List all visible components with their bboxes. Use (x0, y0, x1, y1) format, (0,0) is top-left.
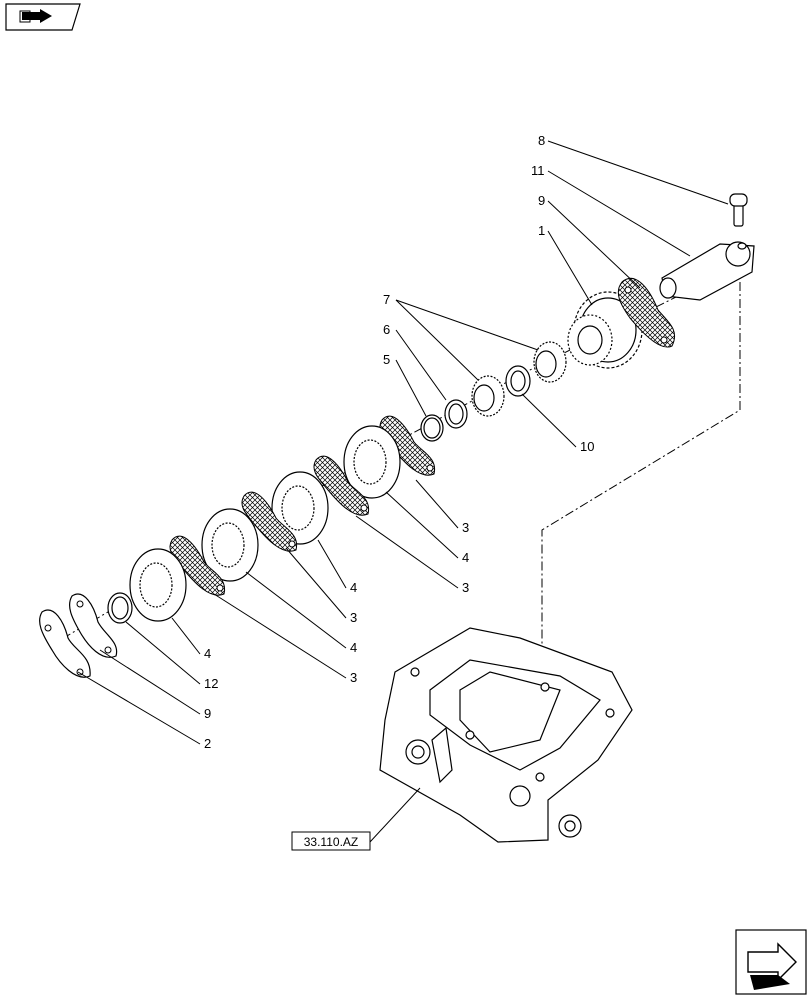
housing (379, 627, 633, 843)
pin (729, 193, 748, 227)
callout-9-lower: 9 (204, 706, 211, 721)
friction-plate-right (617, 277, 676, 348)
callout-3-c: 3 (350, 610, 357, 625)
gear (567, 291, 643, 369)
callouts: 8 11 9 1 7 6 5 10 3 4 3 4 3 4 3 4 12 9 2 (204, 133, 594, 751)
callout-5: 5 (383, 352, 390, 367)
disc-4c (201, 508, 259, 582)
reference-box-label: 33.110.AZ (304, 835, 358, 849)
callout-2: 2 (204, 736, 211, 751)
reference-box[interactable]: 33.110.AZ (291, 787, 421, 851)
bearing-upper (533, 341, 567, 383)
callout-11: 11 (531, 163, 545, 178)
callout-7: 7 (383, 292, 390, 307)
callout-3-d: 3 (350, 670, 357, 685)
callout-3-a: 3 (462, 520, 469, 535)
callout-8: 8 (538, 133, 545, 148)
callout-10: 10 (580, 439, 594, 454)
disc-4d (129, 548, 187, 622)
bearing-lower (471, 375, 505, 417)
shaft (659, 241, 755, 301)
leader-lines (77, 140, 729, 745)
callout-4-b: 4 (350, 580, 357, 595)
callout-9-upper: 9 (538, 193, 545, 208)
callout-4-a: 4 (462, 550, 469, 565)
snap-ring-12 (107, 592, 133, 624)
plate-3c (241, 491, 298, 552)
book-arrow-icon[interactable] (5, 3, 81, 31)
callout-6: 6 (383, 322, 390, 337)
washer-6 (444, 399, 468, 429)
disc-4a (343, 425, 401, 499)
callout-12: 12 (204, 676, 218, 691)
snap-ring-5 (420, 414, 444, 442)
plate-3b (313, 455, 370, 516)
next-page-arrow-icon[interactable] (735, 929, 807, 995)
callout-4-c: 4 (350, 640, 357, 655)
callout-3-b: 3 (462, 580, 469, 595)
callout-1: 1 (538, 223, 545, 238)
washer-10 (505, 365, 531, 397)
plate-9-lower (68, 593, 118, 658)
callout-4-d: 4 (204, 646, 211, 661)
disc-4b (271, 471, 329, 545)
